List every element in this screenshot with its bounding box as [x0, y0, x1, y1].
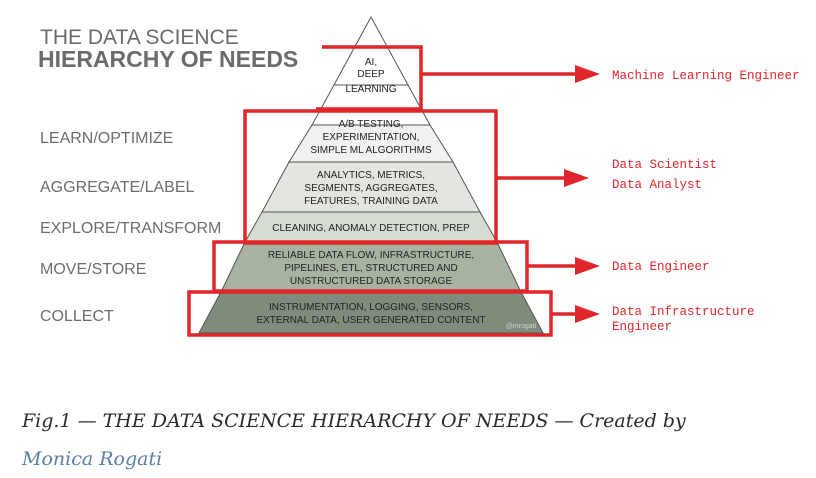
- figure-caption: Fig.1 — THE DATA SCIENCE HIERARCHY OF NE…: [22, 402, 802, 478]
- arrow-right-icon: [575, 65, 600, 83]
- tier-ab-shape: [288, 124, 454, 163]
- stage-learn-optimize: LEARN/OPTIMIZE: [40, 130, 173, 147]
- arrow-right-icon: [575, 305, 600, 323]
- title-line-1: THE DATA SCIENCE: [40, 26, 239, 49]
- stage-collect: COLLECT: [40, 308, 114, 325]
- tier-collect-line-2: EXTERNAL DATA, USER GENERATED CONTENT: [256, 315, 485, 326]
- title-line-2: HIERARCHY OF NEEDS: [38, 46, 298, 72]
- watermark: @mrogati: [506, 323, 537, 330]
- role-ml-engineer: Machine Learning Engineer: [612, 69, 800, 83]
- tier-analytics-line-3: FEATURES, TRAINING DATA: [304, 196, 438, 207]
- box-ai: [316, 45, 423, 111]
- tier-flow-line-2: PIPELINES, ETL, STRUCTURED AND: [284, 263, 457, 274]
- tier-flow-line-1: RELIABLE DATA FLOW, INFRASTRUCTURE,: [268, 250, 474, 261]
- tier-cleaning-line-1: CLEANING, ANOMALY DETECTION, PREP: [272, 223, 470, 234]
- role-data-analyst: Data Analyst: [612, 178, 702, 192]
- role-data-scientist: Data Scientist: [612, 158, 717, 172]
- caption-author-link[interactable]: Monica Rogati: [22, 448, 163, 470]
- tier-flow-line-3: UNSTRUCTURED DATA STORAGE: [290, 276, 453, 287]
- tier-ai-line-2: DEEP: [357, 69, 385, 80]
- tier-ab-line-1: A/B TESTING,: [339, 119, 404, 130]
- role-data-infrastructure-line-1: Data Infrastructure: [612, 305, 755, 319]
- tier-analytics-line-1: ANALYTICS, METRICS,: [317, 170, 425, 181]
- tier-ai-line-3: LEARNING: [345, 84, 396, 95]
- tier-analytics-line-2: SEGMENTS, AGGREGATES,: [304, 183, 437, 194]
- arrow-right-icon: [564, 169, 589, 187]
- role-data-infrastructure-line-2: Engineer: [612, 320, 672, 334]
- hierarchy-diagram: THE DATA SCIENCE HIERARCHY OF NEEDS LEAR…: [38, 15, 800, 337]
- tier-ab-line-2: EXPERIMENTATION,: [323, 132, 420, 143]
- tier-ai-line-1: AI,: [365, 57, 377, 68]
- caption-text: Fig.1 — THE DATA SCIENCE HIERARCHY OF NE…: [22, 410, 686, 432]
- tier-collect-line-1: INSTRUMENTATION, LOGGING, SENSORS,: [269, 302, 473, 313]
- stage-move-store: MOVE/STORE: [40, 261, 146, 278]
- stage-explore-transform: EXPLORE/TRANSFORM: [40, 220, 221, 237]
- tier-ab-line-3: SIMPLE ML ALGORITHMS: [310, 145, 432, 156]
- arrow-right-icon: [575, 257, 600, 275]
- role-data-engineer: Data Engineer: [612, 260, 710, 274]
- stage-aggregate-label: AGGREGATE/LABEL: [40, 179, 195, 196]
